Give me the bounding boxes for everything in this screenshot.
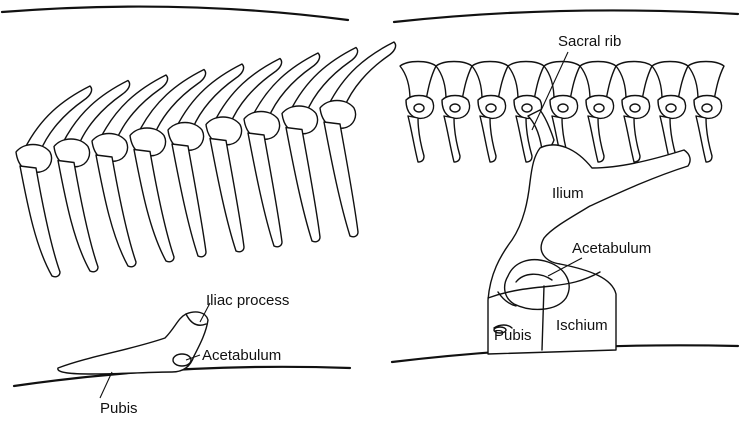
right-ischium-label: Ischium xyxy=(556,317,608,334)
right-vertebra-with-rib xyxy=(436,62,472,163)
left-pelvic-bone xyxy=(58,312,208,374)
right-vertebra-with-rib xyxy=(652,62,688,163)
right-vertebra-with-rib xyxy=(580,62,616,163)
right-sacral-rib-label: Sacral rib xyxy=(558,33,621,50)
left-iliac-process-label: Iliac process xyxy=(206,292,289,309)
left-acetabulum-label: Acetabulum xyxy=(202,347,281,364)
left-panel-fish-like-pelvis: Iliac process Acetabulum Pubis xyxy=(2,7,396,417)
left-dorsal-outline xyxy=(2,7,348,20)
right-vertebra-with-rib xyxy=(400,62,436,163)
right-vertebra-with-rib xyxy=(472,62,508,163)
right-dorsal-outline xyxy=(394,10,738,22)
right-vertebra-with-rib xyxy=(688,62,724,163)
right-vertebra-with-rib xyxy=(616,62,652,163)
right-ilium-label: Ilium xyxy=(552,185,584,202)
sacral-rib xyxy=(528,110,554,150)
right-panel-tetrapod-pelvis: Sacral rib Ilium Acetabulum Pubis Ischiu… xyxy=(392,10,738,362)
left-pubis-label: Pubis xyxy=(100,400,138,417)
left-vertebral-column xyxy=(16,42,396,277)
right-acetabulum-label: Acetabulum xyxy=(572,240,651,257)
right-pubis-label: Pubis xyxy=(494,327,532,344)
